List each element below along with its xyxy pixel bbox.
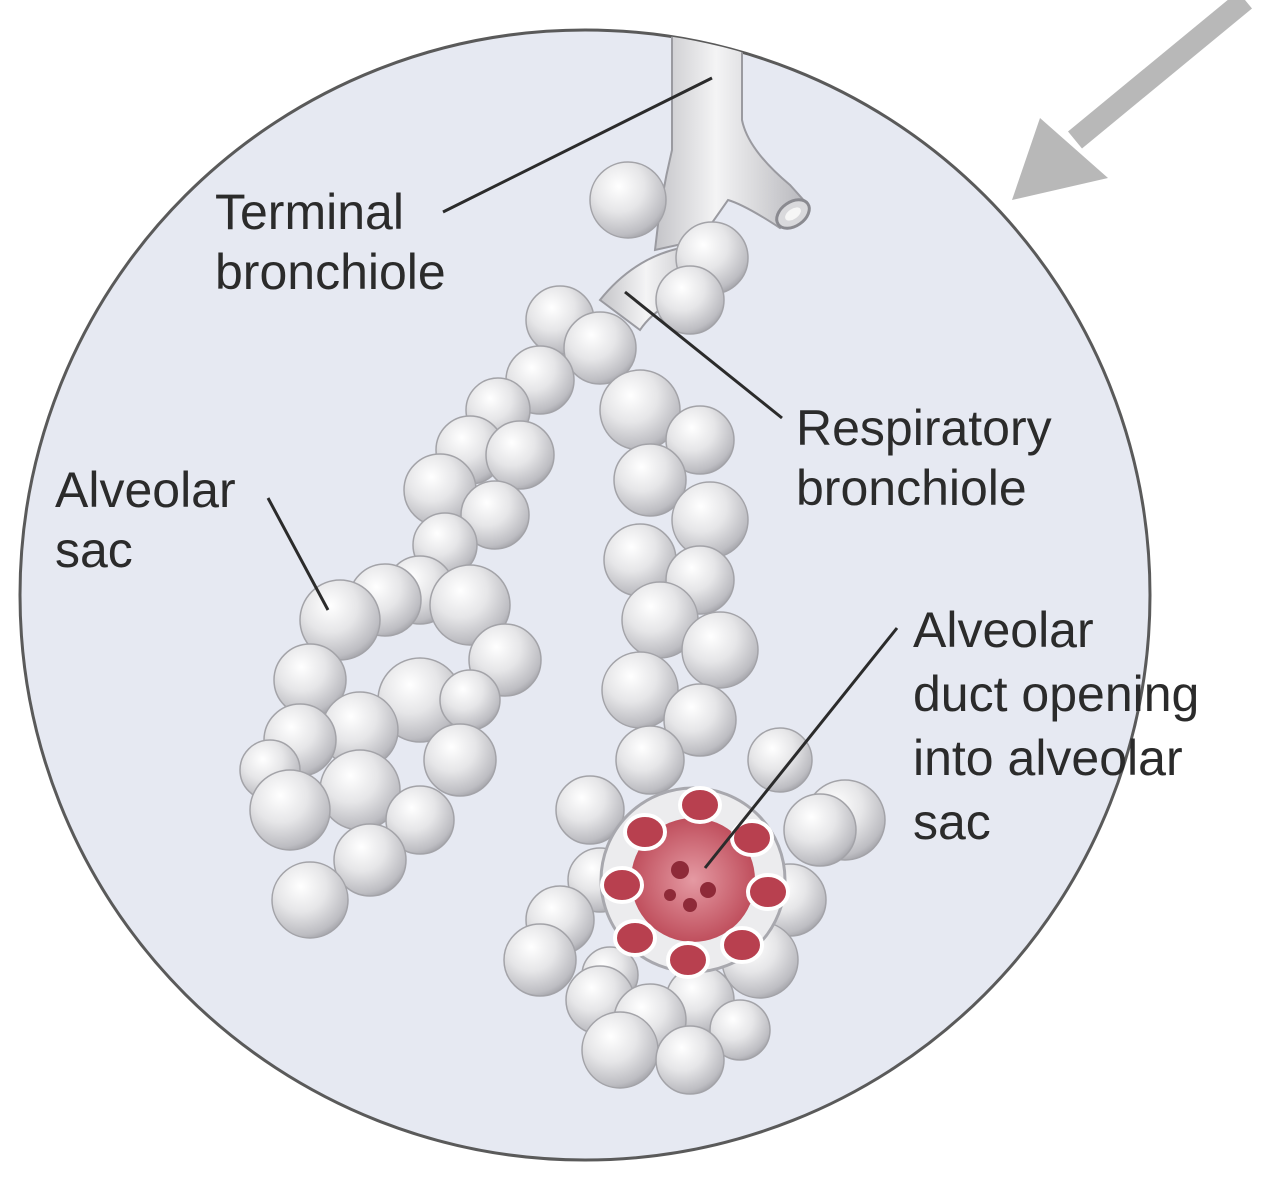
alveolar-opening-6 xyxy=(666,941,710,979)
duct-inner-opening-2 xyxy=(700,882,716,898)
alveolus-21 xyxy=(429,564,511,646)
alveolar-opening-7 xyxy=(613,919,657,957)
label-alveolar-duct-opening: Alveolar duct opening into alveolar sac xyxy=(913,598,1199,854)
label-respiratory-bronchiole: Respiratory bronchiole xyxy=(796,398,1052,518)
label-terminal-bronchiole-line2: bronchiole xyxy=(215,244,446,300)
leader-respiratory-bronchiole xyxy=(624,290,783,420)
alveolus-9 xyxy=(665,405,735,475)
alveolus-1 xyxy=(589,161,667,239)
alveolus-34 xyxy=(615,725,685,795)
duct-inner-opening-3 xyxy=(683,898,697,912)
alveolar-opening-8 xyxy=(600,866,644,904)
alveoli-cluster xyxy=(239,161,886,1095)
alveolar-duct-opening-shape xyxy=(599,786,790,979)
alveolus-45 xyxy=(271,861,349,939)
label-alveolar-duct-opening-line1: Alveolar xyxy=(913,602,1094,658)
alveolus-40 xyxy=(385,785,455,855)
duct-inner-opening-4 xyxy=(664,889,676,901)
label-alveolar-sac-line1: Alveolar xyxy=(55,462,236,518)
label-respiratory-bronchiole-line1: Respiratory xyxy=(796,400,1052,456)
label-alveolar-duct-opening-line4: sac xyxy=(913,794,991,850)
alveolus-38 xyxy=(249,769,331,851)
label-alveolar-duct-opening-line3: into alveolar xyxy=(913,730,1183,786)
alveolus-24 xyxy=(681,611,759,689)
alveolus-54 xyxy=(709,999,771,1061)
leader-terminal-bronchiole xyxy=(442,76,713,214)
alveolus-12 xyxy=(613,443,687,517)
alveolus-3 xyxy=(655,265,725,335)
alveolar-opening-3 xyxy=(730,819,774,857)
alveolus-56 xyxy=(655,1025,725,1095)
alveolus-11 xyxy=(485,420,555,490)
alveolus-55 xyxy=(581,1011,659,1089)
alveolus-15 xyxy=(671,481,749,559)
label-alveolar-sac-line2: sac xyxy=(55,522,133,578)
alveolus-48 xyxy=(503,923,577,997)
duct-inner-opening-1 xyxy=(671,861,689,879)
alveolus-30 xyxy=(663,683,737,757)
leader-alveolar-duct-opening xyxy=(703,627,899,869)
label-respiratory-bronchiole-line2: bronchiole xyxy=(796,460,1027,516)
label-alveolar-duct-opening-line2: duct opening xyxy=(913,666,1200,722)
pointer-arrow xyxy=(1012,0,1252,200)
alveolus-42 xyxy=(783,793,857,867)
alveolus-33 xyxy=(423,723,497,797)
label-terminal-bronchiole: Terminal bronchiole xyxy=(215,182,446,302)
alveolus-5 xyxy=(563,311,637,385)
alveolus-43 xyxy=(333,823,407,897)
alveolus-29 xyxy=(439,669,501,731)
alveolar-opening-1 xyxy=(623,813,667,851)
label-alveolar-sac: Alveolar sac xyxy=(55,460,236,580)
label-terminal-bronchiole-line1: Terminal xyxy=(215,184,404,240)
alveolus-14 xyxy=(460,480,530,550)
leader-alveolar-sac xyxy=(266,497,330,611)
alveolar-opening-5 xyxy=(720,926,764,964)
alveolus-39 xyxy=(555,775,625,845)
leader-lines xyxy=(266,76,899,869)
alveolar-opening-4 xyxy=(746,873,790,911)
alveolus-35 xyxy=(747,727,813,793)
alveolar-opening-2 xyxy=(678,786,722,824)
